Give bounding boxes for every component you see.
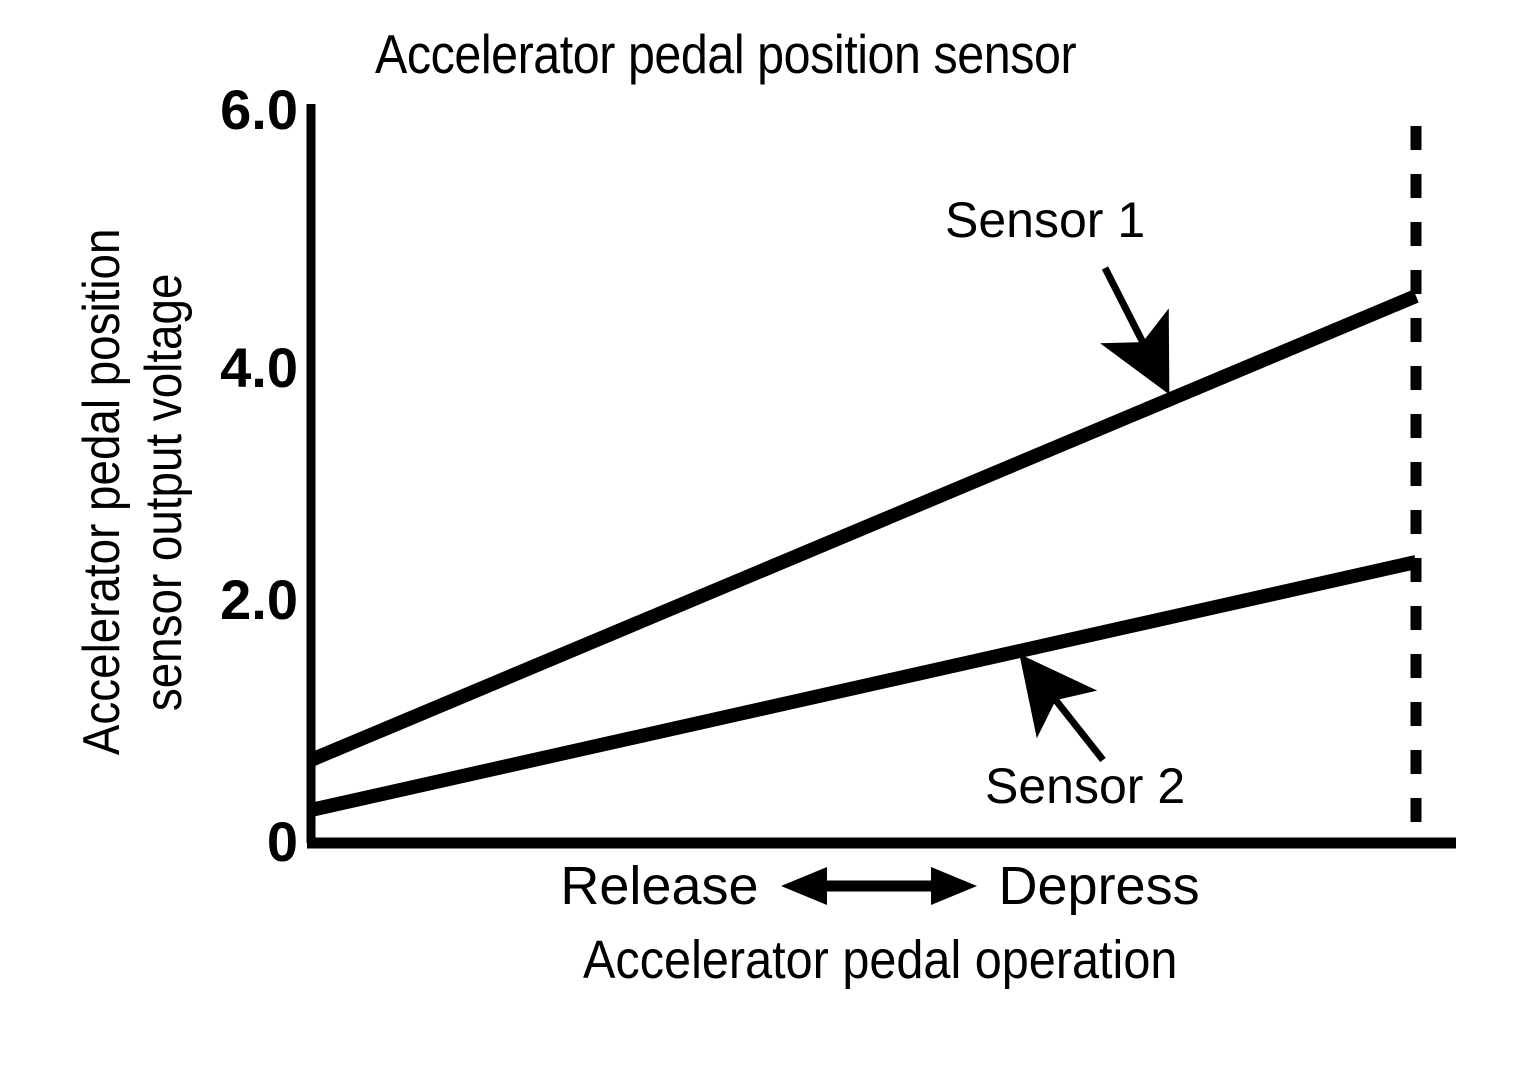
chart-title: Accelerator pedal position sensor (375, 23, 1077, 85)
sensor-2-annotation-arrow (1019, 654, 1106, 763)
x-axis-label-text: Accelerator pedal operation (582, 930, 1178, 990)
y-axis-tick-label-4: 4.0 (220, 336, 298, 399)
x-axis-direction-right-label: Depress (998, 856, 1200, 916)
x-axis-direction-left-label: Release (560, 856, 759, 916)
x-axis-direction-row: Release Depress (300, 853, 1460, 919)
y-axis-tick-label-6: 6.0 (220, 78, 298, 141)
sensor-1-annotation-arrow (1100, 266, 1170, 395)
series-line-sensor-1 (308, 289, 1419, 767)
x-axis-label: Accelerator pedal operation (300, 928, 1460, 992)
y-axis-tick-label-0: 0 (266, 810, 298, 873)
series-annotation-sensor-2: Sensor 2 (985, 758, 1186, 814)
series-line-sensor-2 (309, 555, 1418, 817)
double-headed-arrow-icon (780, 867, 977, 905)
series-annotation-sensor-1: Sensor 1 (945, 192, 1146, 248)
y-axis-tick-label-2: 2.0 (220, 568, 298, 631)
